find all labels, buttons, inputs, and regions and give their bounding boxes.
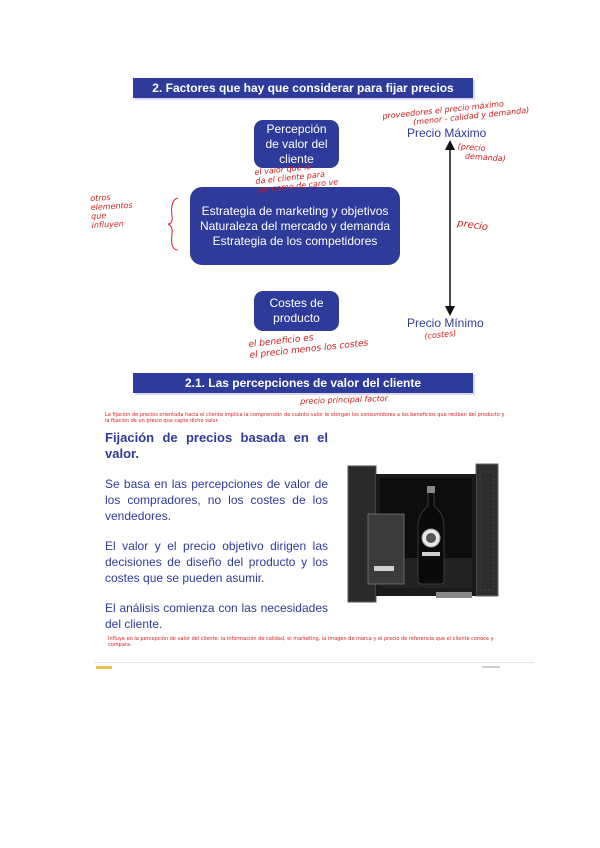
price-min-label: Precio Mínimo bbox=[407, 316, 484, 330]
section-title-text: 2. Factores que hay que considerar para … bbox=[152, 81, 454, 95]
section-title-text-2: 2.1. Las percepciones de valor del clien… bbox=[184, 376, 422, 390]
body-paragraph-3: El análisis comienza con las necesidades… bbox=[105, 601, 328, 631]
section-title-value-perceptions: 2.1. Las percepciones de valor del clien… bbox=[133, 373, 473, 393]
price-max-label: Precio Máximo bbox=[407, 126, 487, 140]
body-paragraph-2: El valor y el precio objetivo dirigen la… bbox=[105, 539, 328, 585]
perception-line-1: Percepción bbox=[266, 121, 327, 136]
footer-divider bbox=[94, 662, 534, 663]
footer-logo-mark bbox=[96, 666, 112, 669]
handwritten-note-right-paren: (precio demanda) bbox=[457, 142, 507, 164]
handwritten-note-top-right: proveedores el precio máximo (menor - ca… bbox=[382, 99, 530, 127]
body-text-block: Fijación de precios basada en el valor. … bbox=[105, 430, 328, 632]
costs-line-1: Costes de bbox=[269, 296, 324, 310]
section-title-pricing-factors: 2. Factores que hay que considerar para … bbox=[133, 78, 473, 98]
handwritten-brace bbox=[167, 197, 179, 251]
product-case-image bbox=[340, 462, 500, 612]
strategy-line-2: Naturaleza del mercado y demanda bbox=[199, 218, 391, 233]
footer-page-mark bbox=[482, 666, 500, 668]
handwritten-note-principal-factor: precio principal factor bbox=[300, 393, 389, 406]
body-heading: Fijación de precios basada en el valor. bbox=[105, 430, 328, 461]
handwritten-note-under-price-min: (costes) bbox=[424, 328, 457, 341]
strategy-box: Estrategia de marketing y objetivos Natu… bbox=[190, 187, 400, 265]
costs-line-2: producto bbox=[273, 311, 320, 325]
red-intro-note: La fijación de precios orientada hacia e… bbox=[105, 412, 505, 424]
perception-line-2: de valor del bbox=[265, 136, 328, 151]
strategy-line-1: Estrategia de marketing y objetivos bbox=[201, 203, 389, 218]
perception-line-3: cliente bbox=[279, 151, 314, 166]
red-outro-note: Influye en la percepción de valor del cl… bbox=[108, 636, 494, 648]
body-paragraph-1: Se basa en las percepciones de valor de … bbox=[105, 477, 328, 523]
handwritten-note-under-costs: el beneficio es el precio menos los cost… bbox=[248, 333, 369, 361]
perception-value-box: Percepción de valor del cliente bbox=[254, 120, 339, 168]
product-costs-box: Costes de producto bbox=[254, 291, 339, 331]
handwritten-note-left: otros elementos que influyen bbox=[90, 192, 133, 230]
handwritten-note-price: precio bbox=[456, 218, 489, 234]
price-range-arrow bbox=[445, 140, 455, 316]
strategy-line-3: Estrategia de los competidores bbox=[212, 233, 378, 248]
